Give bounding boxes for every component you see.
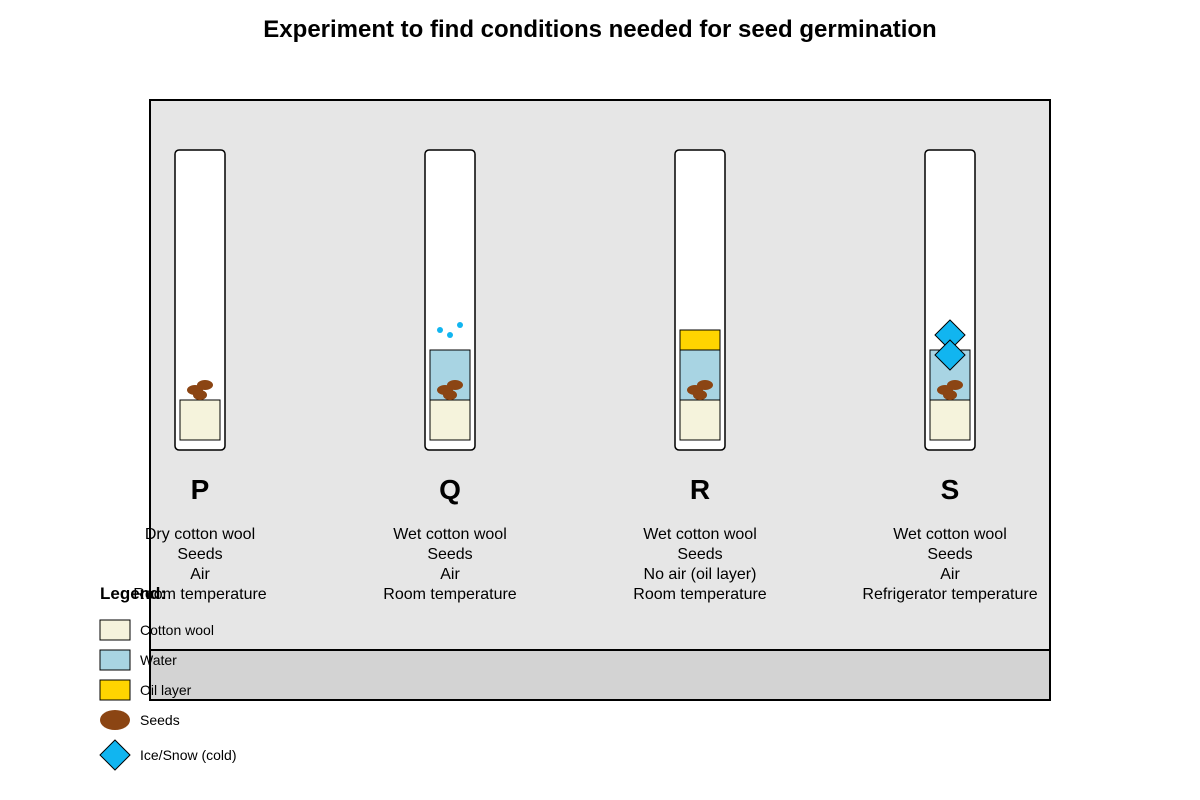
tube-p-conditions: Dry cotton wool Seeds Air Room temperatu… [90, 525, 310, 605]
condition-line: Room temperature [633, 586, 767, 603]
tube-q-conditions: Wet cotton wool Seeds Air Room temperatu… [340, 525, 560, 605]
seed [943, 390, 957, 400]
condition-line: No air (oil layer) [643, 566, 757, 583]
seed [447, 380, 463, 390]
condition-line: Air [940, 566, 960, 583]
condition-line: Seeds [927, 546, 973, 563]
legend-swatches [99, 619, 131, 771]
legend-label-seeds: Seeds [140, 712, 180, 728]
seed [193, 390, 207, 400]
seed [443, 390, 457, 400]
legend-title: Legend: [100, 584, 167, 603]
tube-r-conditions: Wet cotton wool Seeds No air (oil layer)… [590, 525, 810, 605]
test-tube-p [174, 149, 226, 451]
condition-line: Seeds [677, 546, 723, 563]
tube-letter-s: S [940, 474, 960, 505]
legend-seed-icon [100, 710, 130, 730]
air-bubble [457, 322, 463, 328]
ice-icon [934, 339, 966, 371]
legend-swatch [99, 679, 131, 701]
condition-line: Wet cotton wool [643, 526, 757, 543]
condition-line: Wet cotton wool [893, 526, 1007, 543]
condition-line: Seeds [177, 546, 223, 563]
condition-line: Dry cotton wool [144, 526, 256, 543]
legend-ice-icon [99, 739, 131, 771]
legend-label-ice: Ice/Snow (cold) [140, 747, 237, 763]
legend-swatch [99, 619, 131, 641]
tray-base [149, 649, 1051, 701]
tube-letter-r: R [689, 474, 711, 505]
cotton-wool [179, 399, 221, 441]
seed [697, 380, 713, 390]
air-bubble [447, 332, 453, 338]
oil-layer [679, 329, 721, 351]
seed [947, 380, 963, 390]
cotton-wool [429, 399, 471, 441]
legend-label-cotton-wool: Cotton wool [140, 622, 214, 638]
legend-label-water: Water [140, 652, 177, 668]
tube-s-conditions: Wet cotton wool Seeds Air Refrigerator t… [840, 525, 1060, 605]
tube-letter-p: P [190, 474, 210, 505]
tube-letter-q: Q [439, 474, 461, 505]
cotton-wool [929, 399, 971, 441]
condition-line: Seeds [427, 546, 473, 563]
diagram-title: Experiment to find conditions needed for… [263, 16, 937, 43]
condition-line: Room temperature [383, 586, 517, 603]
condition-line: Air [440, 566, 460, 583]
tubes-layer [174, 149, 976, 451]
tray [149, 99, 1051, 701]
legend-swatch [99, 649, 131, 671]
legend-label-oil-layer: Oil layer [140, 682, 192, 698]
condition-line: Refrigerator temperature [862, 586, 1038, 603]
condition-line: Room temperature [133, 586, 267, 603]
cotton-wool [679, 399, 721, 441]
tube-body [174, 149, 226, 451]
seed [693, 390, 707, 400]
test-tube-r [674, 149, 726, 451]
condition-line: Wet cotton wool [393, 526, 507, 543]
seed [197, 380, 213, 390]
condition-line: Air [190, 566, 210, 583]
test-tube-q [424, 149, 476, 451]
test-tube-s [924, 149, 976, 451]
air-bubble [437, 327, 443, 333]
